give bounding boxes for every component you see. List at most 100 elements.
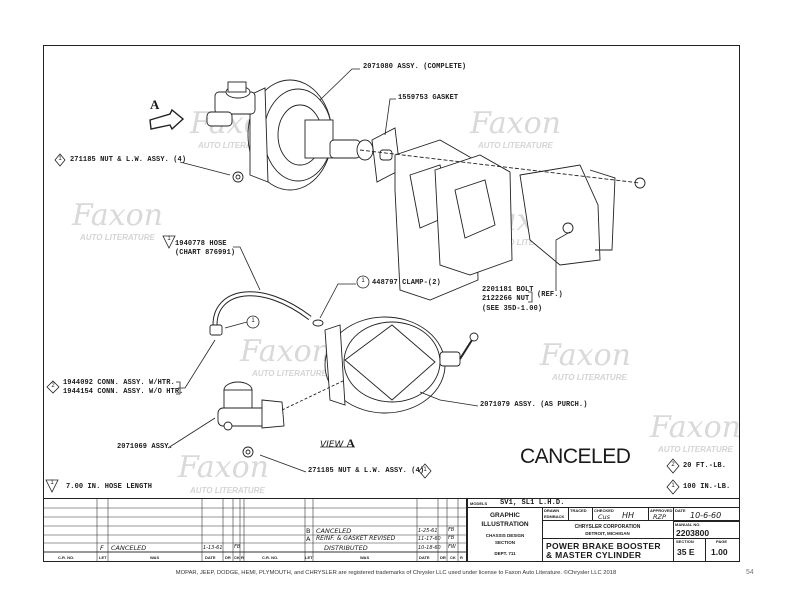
- callout-hose: 1940778 HOSE: [175, 240, 227, 248]
- symbol-number: 1: [361, 278, 365, 284]
- revision-check: FB: [448, 535, 455, 541]
- revision-description: DISTRIBUTED: [324, 544, 368, 552]
- callout-conn-wo-htr: 1944154 CONN. ASSY. W/O HTR.: [63, 388, 184, 396]
- graphic-label: GRAPHIC: [490, 512, 520, 519]
- page-number-box: 1.00: [711, 547, 728, 557]
- divider: [673, 507, 674, 562]
- divider: [592, 507, 593, 521]
- traced-label: TRACED: [570, 508, 587, 513]
- watermark-sub: AUTO LITERATURE: [492, 238, 567, 247]
- checked-signature: HH: [622, 511, 635, 520]
- col-header-r: R: [460, 555, 463, 560]
- watermark-sub: AUTO LITERATURE: [198, 141, 273, 150]
- col-header-ck: CK: [450, 555, 456, 560]
- col-header-r: R: [241, 555, 244, 560]
- watermark-sub: AUTO LITERATURE: [190, 486, 265, 495]
- col-header-was: WAS: [360, 555, 370, 560]
- callout-booster-purch: 2071079 ASSY. (AS PURCH.): [480, 401, 588, 409]
- divider: [648, 507, 649, 521]
- watermark: Faxon: [72, 198, 163, 233]
- divider: [673, 521, 740, 522]
- page-label: PAGE: [716, 539, 728, 544]
- view-label: VIEW A: [320, 436, 355, 451]
- revision-check: FW: [448, 544, 456, 550]
- revision-letter: F: [100, 544, 104, 552]
- divider: [705, 538, 706, 562]
- chassis-design-label: CHASSIS DESIGN: [485, 533, 525, 538]
- checked-signature: Cus: [598, 513, 611, 521]
- watermark-sub: AUTO LITERATURE: [658, 445, 733, 454]
- hose-length-note: 7.00 IN. HOSE LENGTH: [66, 483, 153, 491]
- callout-conn-w-htr: 1944092 CONN. ASSY. W/HTR.: [63, 379, 175, 387]
- symbol-number: 1: [167, 236, 171, 242]
- dept-label: DEPT. 711: [494, 551, 516, 556]
- view-arrow-letter: A: [150, 97, 160, 112]
- col-header-dr: DR: [225, 555, 231, 560]
- callout-bolt: 2201181 BOLT: [482, 286, 534, 294]
- revision-check: FB: [448, 527, 455, 533]
- revision-letter: A: [306, 535, 311, 543]
- master-cylinder: [217, 379, 346, 431]
- section-dept-label: SECTION: [494, 540, 515, 545]
- watermark: Faxon: [650, 410, 741, 445]
- booster-assembly-as-purchased: [324, 316, 479, 414]
- watermark: Faxon: [240, 334, 331, 369]
- revision-date: 1-13-61: [203, 545, 223, 551]
- col-header-let: LET: [99, 555, 107, 560]
- drawn-by: EDMBACK: [544, 514, 565, 519]
- callout-master-cylinder: 2071069 ASSY.: [117, 443, 173, 451]
- view-label-text: VIEW: [320, 440, 344, 450]
- symbol-number: 1: [671, 483, 675, 489]
- callout-nut-ref: 2122266 NUT: [482, 295, 530, 303]
- drawing-date: 10-6-60: [690, 511, 722, 520]
- symbol-number: 1: [251, 318, 255, 324]
- revision-date: 11-17-60: [418, 536, 441, 542]
- drawing-subtitle: & MASTER CYLINDER: [546, 550, 642, 560]
- view-letter: A: [346, 436, 355, 450]
- watermark-sub: AUTO LITERATURE: [80, 233, 155, 242]
- col-header-date: DATE: [419, 555, 430, 560]
- approved-label: APPROVED: [650, 508, 673, 513]
- approved-signature: RZP: [653, 513, 666, 521]
- checked-label: CHECKED: [594, 508, 614, 513]
- callout-nut-top: 271185 NUT & L.W. ASSY. (4): [70, 156, 187, 164]
- callout-booster-complete: 2071080 ASSY. (COMPLETE): [363, 63, 467, 71]
- col-header-let: LET: [305, 555, 313, 560]
- col-header-date: DATE: [205, 555, 216, 560]
- watermark: Faxon: [178, 450, 269, 485]
- torque-note: 20 FT.-LB.: [683, 462, 727, 470]
- company-location: DETROIT, MICHIGAN: [585, 531, 630, 536]
- revision-letter: B: [306, 527, 311, 535]
- canceled-stamp: CANCELED: [520, 445, 631, 468]
- torque-note: 100 IN.-LB.: [683, 483, 731, 491]
- revision-date: 1-25-61: [418, 528, 438, 534]
- watermark: Faxon: [470, 106, 561, 141]
- symbol-number: 1: [423, 467, 427, 473]
- drawing-title: POWER BRAKE BOOSTER: [546, 541, 661, 551]
- models-value: SV1, SL1 L.H.D.: [500, 499, 565, 507]
- view-direction-arrow: [149, 108, 185, 131]
- section-label: SECTION: [676, 539, 694, 544]
- callout-gasket: 1559753 GASKET: [398, 94, 459, 102]
- symbol-number: 1: [50, 480, 54, 486]
- revision-check: FB: [234, 544, 241, 550]
- models-label: MODELS: [470, 501, 488, 506]
- revision-description: CANCELED: [316, 527, 352, 535]
- callout-nut-bottom: 271185 NUT & L.W. ASSY. (4): [308, 467, 425, 475]
- section-number: 35 E: [677, 547, 695, 557]
- date-label: DATE: [675, 508, 686, 513]
- callout-clamp: 448797 CLAMP-(2): [372, 279, 441, 287]
- col-header-cr-no: C.R. NO.: [262, 555, 279, 560]
- col-header-dr: DR: [440, 555, 446, 560]
- company-name: CHRYSLER CORPORATION: [574, 524, 641, 530]
- page-number: 54: [746, 569, 754, 576]
- symbol-number: 1: [58, 156, 62, 162]
- watermark: Faxon: [540, 338, 631, 373]
- callout-see: (SEE 35D-1.00): [482, 305, 543, 313]
- callout-hose-chart: (CHART 876991): [175, 249, 236, 257]
- divider: [568, 507, 569, 521]
- trademark-footer: MOPAR, JEEP, DODGE, HEMI, PLYMOUTH, and …: [175, 570, 617, 576]
- illustration-label: ILLUSTRATION: [481, 521, 529, 528]
- symbol-number: 2: [51, 383, 55, 389]
